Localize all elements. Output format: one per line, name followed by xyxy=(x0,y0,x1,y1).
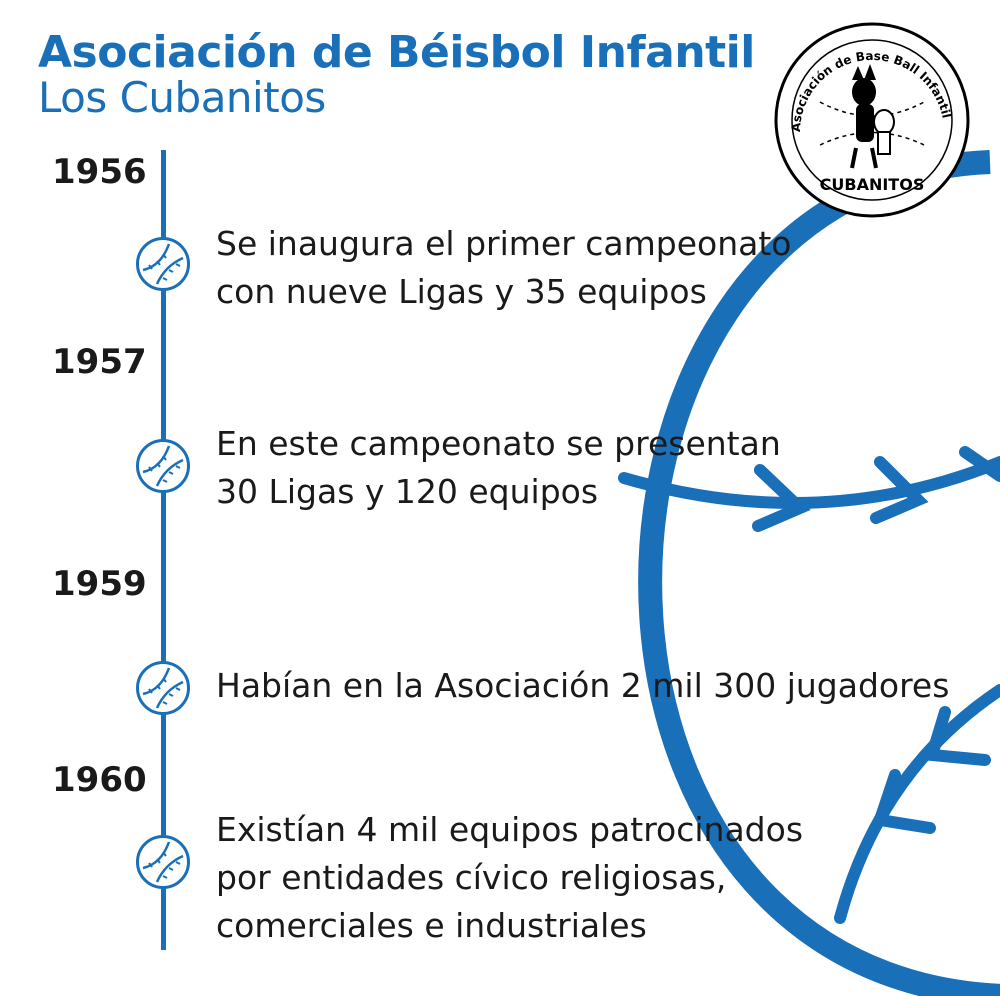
event-1960: Existían 4 mil equipos patrocinados por … xyxy=(216,806,803,950)
event-line: por entidades cívico religiosas, xyxy=(216,858,727,897)
event-line: Se inaugura el primer campeonato xyxy=(216,224,792,263)
year-label: 1959 xyxy=(52,564,147,604)
logo: Asociación de Base Ball Infantil CUBANIT… xyxy=(774,22,970,218)
event-1957: En este campeonato se presentan 30 Ligas… xyxy=(216,420,781,516)
timeline-line xyxy=(161,150,166,950)
baseball-icon xyxy=(136,661,190,715)
title-line1: Asociación de Béisbol Infantil xyxy=(38,27,755,78)
mascot-icon xyxy=(850,64,895,169)
year-label: 1957 xyxy=(52,342,147,382)
event-line: Habían en la Asociación 2 mil 300 jugado… xyxy=(216,666,950,705)
event-1956: Se inaugura el primer campeonato con nue… xyxy=(216,220,791,316)
year-label: 1960 xyxy=(52,760,147,800)
year-label: 1956 xyxy=(52,152,147,192)
page-title: Asociación de Béisbol Infantil Los Cuban… xyxy=(38,27,755,123)
title-line2: Los Cubanitos xyxy=(38,73,326,123)
event-line: 30 Ligas y 120 equipos xyxy=(216,472,599,511)
event-line: comerciales e industriales xyxy=(216,906,647,945)
event-line: En este campeonato se presentan xyxy=(216,424,781,463)
event-line: Existían 4 mil equipos patrocinados xyxy=(216,810,804,849)
event-1959: Habían en la Asociación 2 mil 300 jugado… xyxy=(216,662,949,710)
baseball-icon xyxy=(136,439,190,493)
baseball-icon xyxy=(136,835,190,889)
logo-bottom-text: CUBANITOS xyxy=(820,175,925,194)
baseball-icon xyxy=(136,237,190,291)
event-line: con nueve Ligas y 35 equipos xyxy=(216,272,707,311)
